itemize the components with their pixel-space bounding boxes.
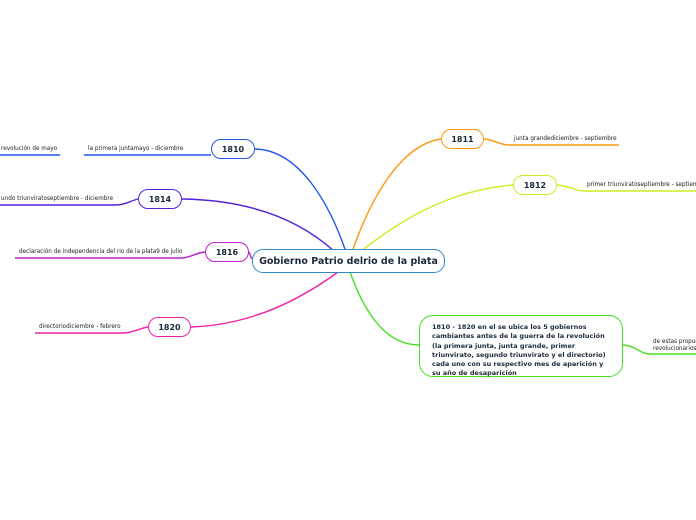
- underline-segundo-triunvirato: [0, 198, 139, 206]
- label-revolucion[interactable]: revolución de mayo: [1, 146, 58, 152]
- connector-1814: [181, 198, 336, 253]
- connector-1811: [351, 138, 442, 253]
- node-1811-label: 1811: [451, 134, 474, 144]
- connector-1816: [248, 251, 253, 260]
- label-primer-triunvirato[interactable]: primer triunviratoseptiembre - septiem: [587, 182, 696, 188]
- node-1812[interactable]: 1812: [513, 175, 557, 195]
- node-1820-label: 1820: [158, 322, 181, 332]
- underline-propuestas: [621, 344, 696, 355]
- connector-1812: [359, 184, 514, 253]
- label-propuestas-line2[interactable]: revolucionarios: [653, 346, 696, 352]
- note-text: 1810 - 1820 en el se ubica los 5 gobiern…: [432, 323, 606, 378]
- connector-1810: [254, 148, 347, 253]
- label-segundo-triunvirato[interactable]: undo triunviratoseptiembre - diciembre: [1, 196, 114, 202]
- label-junta-grande[interactable]: junta grandediciembre - septiembre: [514, 136, 617, 142]
- node-1816-label: 1816: [215, 247, 239, 257]
- node-1810-label: 1810: [221, 144, 245, 154]
- node-1812-label: 1812: [523, 180, 547, 190]
- connector-note: [349, 271, 420, 346]
- connector-1820: [190, 271, 339, 328]
- label-primera-junta[interactable]: la primera juntamayo - diciembre: [88, 146, 184, 152]
- node-1811[interactable]: 1811: [441, 129, 484, 149]
- node-1814-label: 1814: [148, 194, 172, 204]
- node-1814[interactable]: 1814: [138, 189, 182, 209]
- central-topic-label: Gobierno Patrio delrio de la plata: [259, 255, 438, 267]
- note-node[interactable]: 1810 - 1820 en el se ubica los 5 gobiern…: [419, 315, 623, 377]
- label-declaracion[interactable]: declaración de independencia del rio de …: [19, 249, 183, 255]
- central-topic[interactable]: Gobierno Patrio delrio de la plata: [252, 249, 445, 273]
- label-propuestas-line1[interactable]: de estas propue: [653, 339, 696, 345]
- label-directorio[interactable]: directoriodiciembre - febrero: [39, 324, 121, 330]
- node-1810[interactable]: 1810: [211, 139, 255, 159]
- node-1816[interactable]: 1816: [205, 242, 249, 262]
- node-1820[interactable]: 1820: [148, 317, 191, 337]
